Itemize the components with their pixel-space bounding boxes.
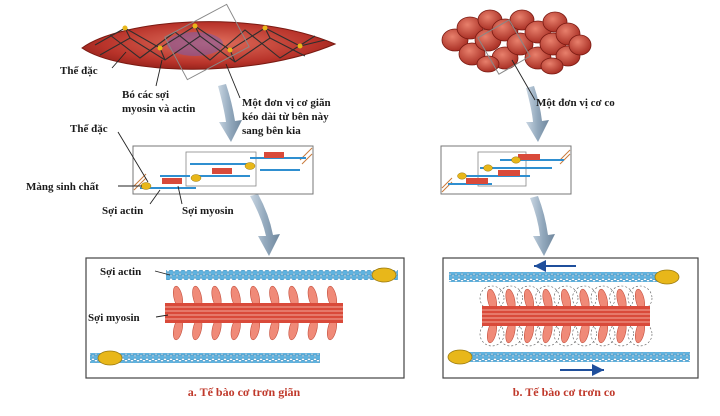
label-myosin-panel: Sợi myosin bbox=[88, 312, 140, 324]
label-the-dac-top: Thể đặc bbox=[60, 65, 98, 77]
relaxed-filament-panel bbox=[85, 257, 405, 379]
nucleus bbox=[167, 32, 223, 56]
label-relaxed-unit-line3: sang bên kia bbox=[242, 125, 301, 137]
relaxed-unit-box bbox=[164, 3, 250, 81]
label-relaxed-unit-line2: kéo dài từ bên này bbox=[242, 111, 329, 123]
down-arrow-1 bbox=[218, 84, 242, 142]
down-arrow-2 bbox=[526, 86, 549, 142]
myosin-cycle-ring bbox=[516, 285, 542, 311]
label-relaxed-unit-line1: Một đơn vị cơ giãn bbox=[242, 97, 331, 109]
myosin-thick-filament-relaxed bbox=[165, 303, 343, 323]
relaxed-cell bbox=[81, 3, 337, 81]
label-bundle-line2: myosin và actin bbox=[122, 103, 195, 115]
label-bundle-line1: Bó các sợi bbox=[122, 89, 169, 101]
dense-body-bottom bbox=[97, 350, 123, 366]
contracted-filament-panel bbox=[442, 257, 699, 379]
leader-lines bbox=[111, 51, 536, 318]
down-arrow-3 bbox=[250, 194, 280, 256]
down-arrow-4 bbox=[530, 196, 555, 256]
myosin-heads-relaxed bbox=[172, 285, 338, 341]
myosin-thick-filament-contracted bbox=[482, 306, 650, 326]
relaxed-unit-detail bbox=[132, 145, 314, 195]
myosin-cycle-ring bbox=[609, 285, 634, 311]
myosin-cycle-ring bbox=[572, 285, 597, 311]
label-myosin-mid: Sợi myosin bbox=[182, 205, 234, 217]
contracted-cell bbox=[441, 9, 592, 75]
actin-filament-top-contracted bbox=[449, 272, 667, 282]
actin-filament-top bbox=[166, 270, 398, 280]
actin-filament-bottom-contracted bbox=[462, 352, 690, 362]
myosin-cycle-ring bbox=[479, 285, 505, 311]
myosin-cycle-ring bbox=[590, 285, 616, 311]
label-contracted-unit: Một đơn vị cơ co bbox=[536, 97, 615, 109]
label-membrane: Màng sinh chất bbox=[26, 181, 99, 193]
dense-body-top bbox=[371, 267, 397, 283]
dense-body-bottom-contracted bbox=[447, 349, 473, 365]
label-actin-mid: Sợi actin bbox=[102, 205, 143, 217]
myosin-cycle-ring bbox=[498, 285, 523, 311]
label-the-dac-mid: Thể đặc bbox=[70, 123, 108, 135]
label-actin-panel: Sợi actin bbox=[100, 266, 141, 278]
contracted-unit-detail bbox=[440, 145, 572, 195]
myosin-cycle-ring bbox=[553, 285, 579, 311]
caption-relaxed: a. Tế bào cơ trơn giãn bbox=[188, 385, 301, 399]
myosin-cycle-ring bbox=[627, 285, 653, 311]
caption-contracted: b. Tế bào cơ trơn co bbox=[513, 385, 615, 399]
myosin-cycle-ring bbox=[535, 285, 560, 311]
actin-filament-bottom bbox=[90, 353, 320, 363]
fiber-mesh bbox=[94, 25, 326, 63]
dense-body-top-contracted bbox=[654, 269, 680, 285]
